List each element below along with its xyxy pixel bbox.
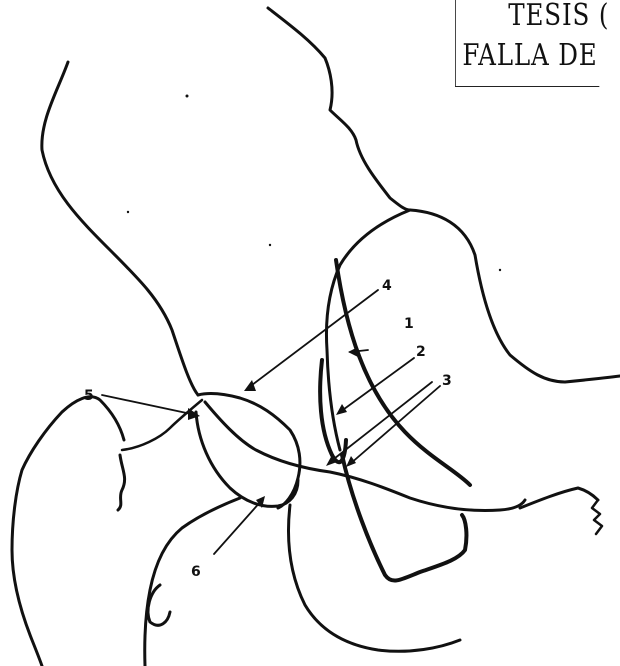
artifact-dot [499,269,501,271]
artifact-dot [186,95,189,98]
callout-3: 3 [442,373,452,389]
arrowhead-5 [188,408,200,420]
artifact-dot [269,244,271,246]
arrowhead-4 [244,380,256,391]
leader-line-5 [102,395,196,415]
lesser-trochanter [148,585,170,625]
posterior-pelvis-contour [410,210,620,382]
arrowhead-3b [346,456,356,467]
ischial-contour [289,505,460,651]
arrowhead-3a [326,455,337,466]
callout-6: 6 [191,564,201,580]
callout-5: 5 [84,388,94,404]
callout-1: 1 [404,316,414,332]
arrowhead-1 [348,347,358,357]
iliac-crest-contour [268,8,410,210]
thesis-stamp: TESIS ( FALLA DE [455,0,599,87]
leader-line-4 [248,290,378,388]
stamp-line-2: FALLA DE [462,38,597,73]
artifact-dot [127,211,129,213]
femoral-shaft-medial [145,498,240,666]
superior-pubic-ramus [520,488,598,508]
pubic-symphysis-edge [592,500,602,534]
leader-line-6 [214,500,262,554]
arrowhead-2 [336,404,347,415]
greater-trochanter-outline [118,455,125,510]
obturator-ring-line [342,455,466,581]
leader-line-3a [330,382,432,462]
anterior-acetabular-wall [205,402,525,511]
femoral-shaft-lateral [12,397,124,666]
stamp-line-1: TESIS ( [508,0,609,33]
iliac-wing-outer-contour [42,62,198,395]
callout-2: 2 [416,344,426,360]
callout-4: 4 [382,278,392,294]
femoral-head-contour [196,412,298,506]
